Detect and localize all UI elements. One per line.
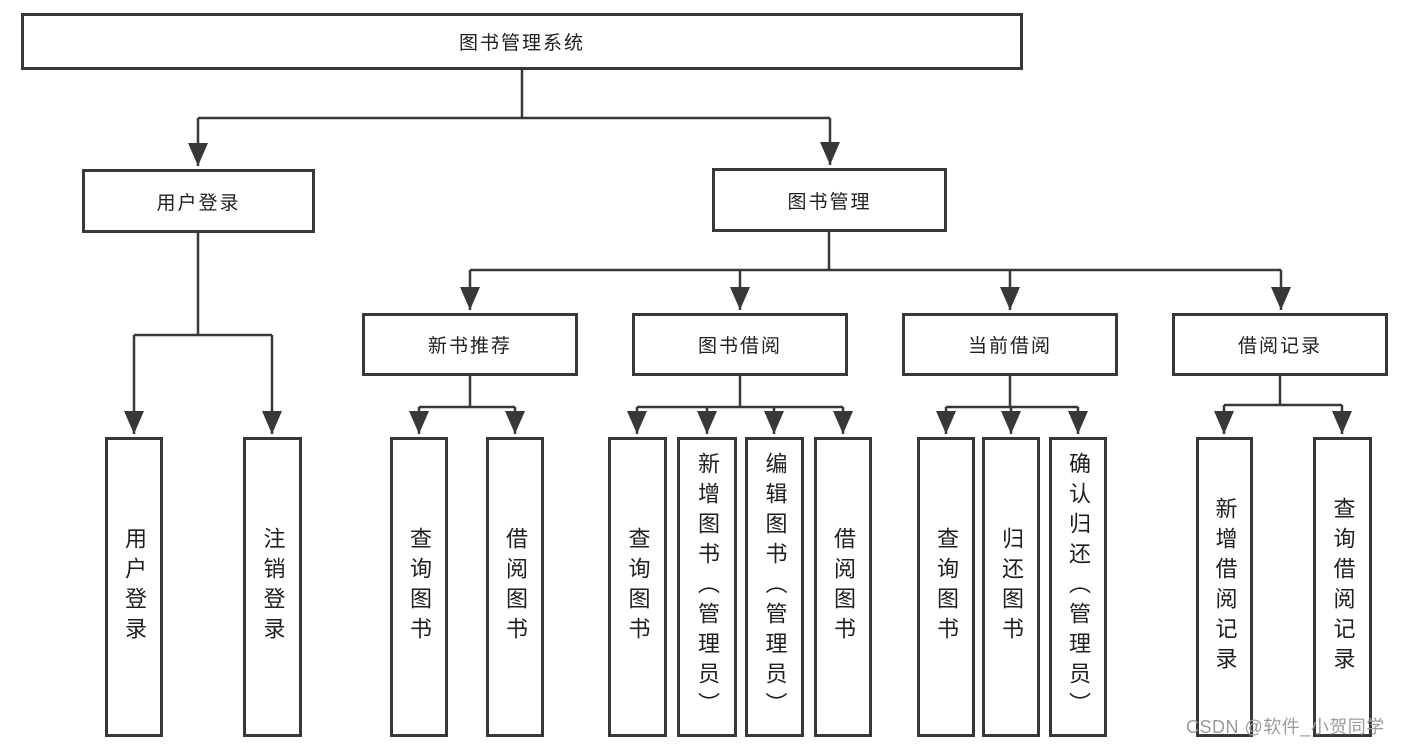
node-leaf-logout: 注销登录 <box>243 437 302 737</box>
node-user-login-label: 用户登录 <box>156 192 241 214</box>
node-book-borrowing: 图书借阅 <box>632 313 848 376</box>
node-leaf-edit-books-admin-label: 编辑图书（管理员） <box>762 452 788 722</box>
node-leaf-add-borrow-record-label: 新增借阅记录 <box>1212 497 1238 677</box>
node-library-management-system-label: 图书管理系统 <box>458 33 585 54</box>
node-leaf-query-books-2: 查询图书 <box>608 437 667 737</box>
node-leaf-return-books: 归还图书 <box>982 437 1040 737</box>
node-leaf-confirm-return-admin-label: 确认归还（管理员） <box>1066 452 1091 722</box>
node-borrowing-records-label: 借阅记录 <box>1237 336 1322 357</box>
node-new-book-recommend-label: 新书推荐 <box>427 336 512 357</box>
node-book-borrowing-label: 图书借阅 <box>697 336 782 357</box>
node-leaf-query-borrow-record: 查询借阅记录 <box>1313 437 1372 737</box>
node-leaf-query-books-1: 查询图书 <box>390 437 448 737</box>
node-leaf-borrow-books-2: 借阅图书 <box>814 437 872 737</box>
node-new-book-recommend: 新书推荐 <box>362 313 578 376</box>
node-leaf-edit-books-admin: 编辑图书（管理员） <box>745 437 804 737</box>
node-book-management: 图书管理 <box>712 168 947 232</box>
node-leaf-user-login-label: 用户登录 <box>122 527 147 647</box>
node-leaf-borrow-books-1-label: 借阅图书 <box>503 527 528 647</box>
node-leaf-add-books-admin-label: 新增图书（管理员） <box>695 452 720 722</box>
node-book-management-label: 图书管理 <box>787 191 872 213</box>
node-leaf-query-books-2-label: 查询图书 <box>625 527 651 647</box>
node-user-login: 用户登录 <box>82 169 315 233</box>
node-borrowing-records: 借阅记录 <box>1172 313 1388 376</box>
node-current-borrowing: 当前借阅 <box>902 313 1118 376</box>
node-library-management-system: 图书管理系统 <box>21 13 1023 70</box>
node-leaf-query-borrow-record-label: 查询借阅记录 <box>1330 497 1356 677</box>
node-leaf-confirm-return-admin: 确认归还（管理员） <box>1049 437 1107 737</box>
node-leaf-return-books-label: 归还图书 <box>999 527 1024 647</box>
node-leaf-query-books-3: 查询图书 <box>917 437 975 737</box>
node-current-borrowing-label: 当前借阅 <box>967 336 1052 357</box>
node-leaf-user-login: 用户登录 <box>105 437 163 737</box>
node-leaf-add-books-admin: 新增图书（管理员） <box>677 437 737 737</box>
node-leaf-query-books-1-label: 查询图书 <box>407 527 432 647</box>
node-leaf-add-borrow-record: 新增借阅记录 <box>1196 437 1253 737</box>
node-leaf-query-books-3-label: 查询图书 <box>934 527 959 647</box>
node-leaf-borrow-books-2-label: 借阅图书 <box>831 527 856 647</box>
node-leaf-logout-label: 注销登录 <box>260 527 286 647</box>
node-leaf-borrow-books-1: 借阅图书 <box>486 437 544 737</box>
